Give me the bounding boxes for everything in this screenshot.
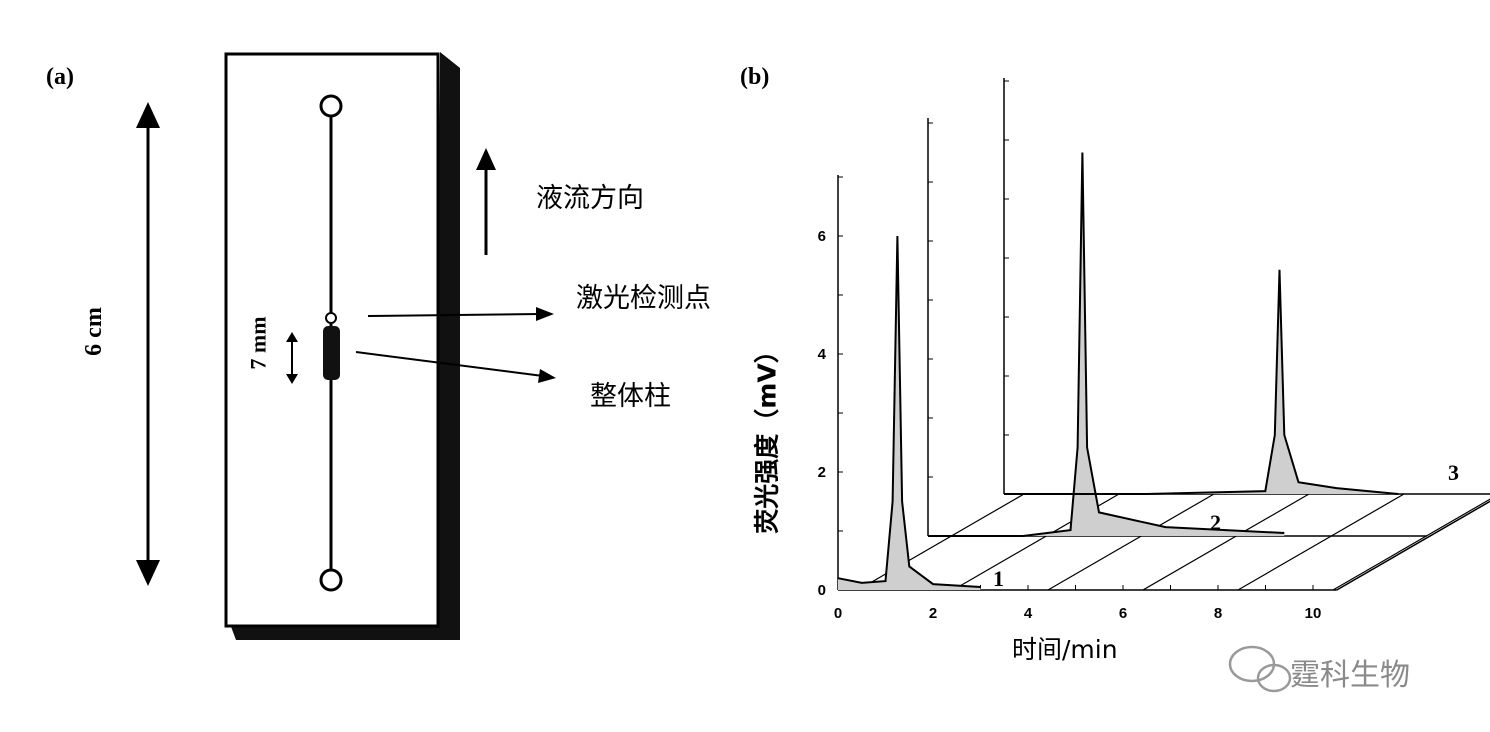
x-tick-label: 4: [1024, 605, 1033, 622]
floor-grid-line: [1237, 493, 1405, 591]
laser-detection-label: 激光检测点: [576, 283, 711, 314]
y-tick-label: 0: [818, 582, 826, 599]
column-arrow-head-bottom: [286, 374, 298, 384]
length-arrow-head-bottom: [136, 560, 160, 586]
x-tick-label: 8: [1214, 605, 1222, 622]
detection-point: [325, 312, 337, 324]
trace-1: [837, 235, 981, 588]
floor-grid-line: [1332, 498, 1490, 591]
flow-arrow-head: [476, 148, 496, 170]
monolith-pointer-line: [355, 351, 544, 377]
panel-b-label: (b): [740, 64, 770, 90]
x-axis-label: 时间/min: [1012, 635, 1118, 664]
trace-fill-3: [1004, 269, 1399, 494]
chip-shadow-bottom: [230, 624, 460, 640]
y-tick-label: 6: [818, 228, 826, 245]
laser-pointer-head: [536, 307, 554, 321]
inlet-reservoir: [319, 94, 343, 118]
x-tick-label: 2: [929, 605, 937, 622]
floor-edge-right: [1336, 500, 1490, 591]
y-tick-label: 2: [818, 464, 826, 481]
monolith-column: [323, 326, 340, 380]
monolith-pointer-head: [538, 369, 556, 383]
chip-shadow: [436, 52, 460, 640]
flow-direction-label: 液流方向: [536, 183, 644, 214]
laser-pointer-line: [367, 313, 541, 317]
floor-grid-line: [1047, 493, 1215, 591]
watermark-text: 霆科生物: [1290, 658, 1410, 693]
x-tick-label: 6: [1119, 605, 1127, 622]
tick-labels-layer: 0 2 4 6 8 10 0 2 4 6 1 2 3: [818, 228, 1459, 622]
x-tick-label: 10: [1305, 605, 1322, 622]
y-axis-label: 荧光强度（mV）: [752, 338, 782, 534]
length-arrow-head-top: [136, 102, 160, 128]
floor-grid: [857, 493, 1490, 591]
panel-a-label: (a): [46, 64, 74, 90]
trace-label-2: 2: [1210, 510, 1221, 535]
monolith-label: 整体柱: [590, 381, 671, 412]
trace-2: [928, 152, 1285, 537]
trace-label-3: 3: [1448, 460, 1459, 485]
trace-3: [1004, 269, 1399, 495]
outlet-reservoir: [319, 568, 343, 592]
floor-grid-line: [1142, 493, 1310, 591]
y-tick-label: 4: [818, 346, 827, 363]
x-tick-label: 0: [834, 605, 842, 622]
traces-layer: [837, 152, 1399, 590]
trace-label-1: 1: [993, 566, 1004, 591]
column-arrow-head-top: [286, 332, 298, 342]
trace-fill-2: [928, 152, 1285, 536]
